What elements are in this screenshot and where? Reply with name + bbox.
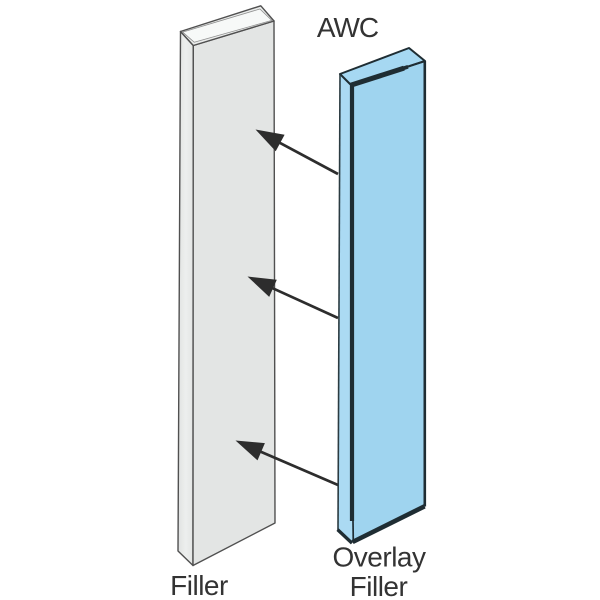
svg-text:Overlay: Overlay <box>333 542 426 573</box>
svg-text:AWC: AWC <box>317 12 379 43</box>
svg-text:Filler: Filler <box>350 571 408 600</box>
svg-text:Filler: Filler <box>170 570 228 600</box>
